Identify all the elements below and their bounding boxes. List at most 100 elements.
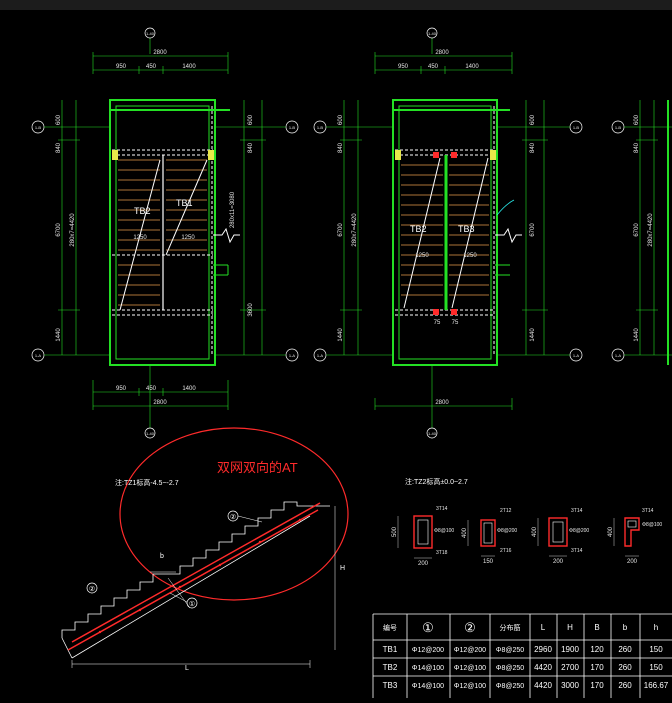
table-header-cell: L <box>541 623 546 632</box>
column-marker <box>490 150 496 160</box>
dim-left-overall: 6700 <box>338 223 344 237</box>
axis-label: 1-40 <box>428 431 437 436</box>
column-marker <box>208 150 214 160</box>
table-header-cell: h <box>654 623 658 632</box>
dim-right-c: 1440 <box>530 328 536 342</box>
table-row: TB2 Φ14@100 Φ12@100 Φ8@250 4420 2700 170… <box>383 663 664 672</box>
axis-label: 1-A <box>35 353 42 358</box>
stair-walls <box>392 99 498 366</box>
column-marker-red <box>451 309 457 315</box>
beam-width: 200 <box>553 559 564 565</box>
flight-diagonal <box>119 159 161 311</box>
dim-right-a: 600 <box>530 114 536 125</box>
dim-left-c: 1440 <box>56 328 62 342</box>
label-b: b <box>160 553 164 560</box>
dim-left-b: 840 <box>56 142 62 153</box>
dim-left-b: 840 <box>338 142 344 153</box>
beam-note: 注:TZ2标高±0.0~2.7 <box>405 477 468 486</box>
dim-total-top: 2800 <box>153 50 167 56</box>
flight-diagonal <box>451 157 489 309</box>
flight-label-tb2: TB2 <box>410 224 427 234</box>
axis-bubble <box>426 427 438 439</box>
beam-stirrups: Φ8@200 <box>569 528 589 534</box>
table-cell: TB3 <box>383 681 398 690</box>
flight-label-tb2: TB2 <box>134 206 151 216</box>
table-cell: 150 <box>649 663 663 672</box>
table-header-cell: ① <box>422 620 434 635</box>
dim-total-top: 2800 <box>435 50 449 56</box>
axis-label: 1-A <box>615 353 622 358</box>
table-cell: 2960 <box>534 645 552 654</box>
beam-top-bars: 3T14 <box>436 506 448 512</box>
dim-left-steps: 280x7=4420 <box>352 213 358 247</box>
beam-section-4: 400 200 3T14 Φ8@100 <box>608 508 662 565</box>
dim-bottom-c: 1400 <box>182 386 196 392</box>
markup-annotation: 双网双向的AT <box>119 427 349 601</box>
table-cell: Φ8@250 <box>496 665 524 672</box>
label-L: L <box>185 665 189 672</box>
stair-walls <box>109 99 216 366</box>
beam-section-3: 400 200 3T14 Φ8@200 3T14 <box>532 508 589 565</box>
table-cell: 4420 <box>534 663 552 672</box>
table-cell: TB1 <box>383 645 398 654</box>
table-cell: 120 <box>590 645 604 654</box>
column-marker-red <box>451 152 457 158</box>
rebar-bottom <box>67 509 319 651</box>
beam-height: 500 <box>392 526 398 537</box>
beam-bottom-bars: 3T14 <box>571 548 583 554</box>
annotation-ellipse <box>119 427 349 601</box>
axis-bubble <box>144 27 156 39</box>
flight-width-left: 1250 <box>133 235 147 241</box>
beam-section-1: 500 200 3T14 Φ8@100 3T18 <box>392 506 454 567</box>
beam-top-bars: 3T14 <box>571 508 583 514</box>
table-cell: 260 <box>618 681 632 690</box>
dim-right-b: 840 <box>248 142 254 153</box>
stair-section-detail: 注:TZ1标高-4.5~-2.7 ② ① ② b H L <box>61 478 345 672</box>
table-row: TB1 Φ12@200 Φ12@200 Φ8@250 2960 1900 120… <box>383 645 664 654</box>
axis-label: 1-B <box>35 125 42 130</box>
beam-height: 400 <box>608 526 614 537</box>
dim-left-a: 600 <box>338 114 344 125</box>
dim-total-bottom: 2800 <box>153 400 167 406</box>
axis-label: 1-B <box>317 125 324 130</box>
dim-left-overall: 6700 <box>634 223 640 237</box>
table-cell: Φ8@250 <box>496 647 524 654</box>
beam-bottom-bars: 3T18 <box>436 550 448 556</box>
beam-stirrups: Φ8@100 <box>642 522 662 528</box>
annotation-text: 双网双向的AT <box>217 460 298 475</box>
table-cell: 260 <box>618 663 632 672</box>
table-header-cell: 分布筋 <box>500 623 521 632</box>
dim-left-a: 600 <box>56 114 62 125</box>
beam-top-bars: 2T12 <box>500 508 512 514</box>
beam-stirrups: Φ8@200 <box>497 528 517 534</box>
dim-left-c: 1440 <box>634 328 640 342</box>
column-marker <box>112 150 118 160</box>
flight-label-tb1: TB1 <box>176 198 193 208</box>
table-cell: 166.67 <box>644 681 669 690</box>
stair-treads <box>118 159 207 306</box>
dim-right-steps: 280x11=3080 <box>230 191 236 228</box>
axis-label: 1-A <box>317 353 324 358</box>
axis-bubble <box>426 27 438 39</box>
beam-width: 150 <box>483 559 494 565</box>
beam-height: 400 <box>462 527 468 538</box>
table-cell: 3000 <box>561 681 579 690</box>
axis-label: 1-40 <box>428 31 437 36</box>
table-row: TB3 Φ14@100 Φ12@100 Φ8@250 4420 3000 170… <box>383 681 669 690</box>
stair-plan-3-partial: 1-B 1-A 600 840 6700 280x7=4420 1440 <box>611 100 672 365</box>
flight-label-tb3: TB3 <box>458 224 475 234</box>
dim-right-b: 840 <box>530 142 536 153</box>
cad-drawing-canvas[interactable]: 1-40 2800 950 450 1400 1-B 1-A 600 840 6… <box>0 10 672 698</box>
table-cell: 150 <box>649 645 663 654</box>
dim-bottom-a: 950 <box>116 386 127 392</box>
table-header-cell: H <box>567 623 573 632</box>
dim-right-a: 600 <box>248 114 254 125</box>
axis-label: 1-B <box>615 125 622 130</box>
callout-bar-1: ① <box>189 600 195 608</box>
dim-left-steps: 280x7=4420 <box>70 213 76 247</box>
flight-diagonal <box>165 159 208 256</box>
table-header-cell: 编号 <box>383 623 397 632</box>
dim-top-a: 950 <box>116 64 127 70</box>
beam-top-bars: 3T14 <box>642 508 654 514</box>
table-cell: Φ14@100 <box>412 665 444 672</box>
